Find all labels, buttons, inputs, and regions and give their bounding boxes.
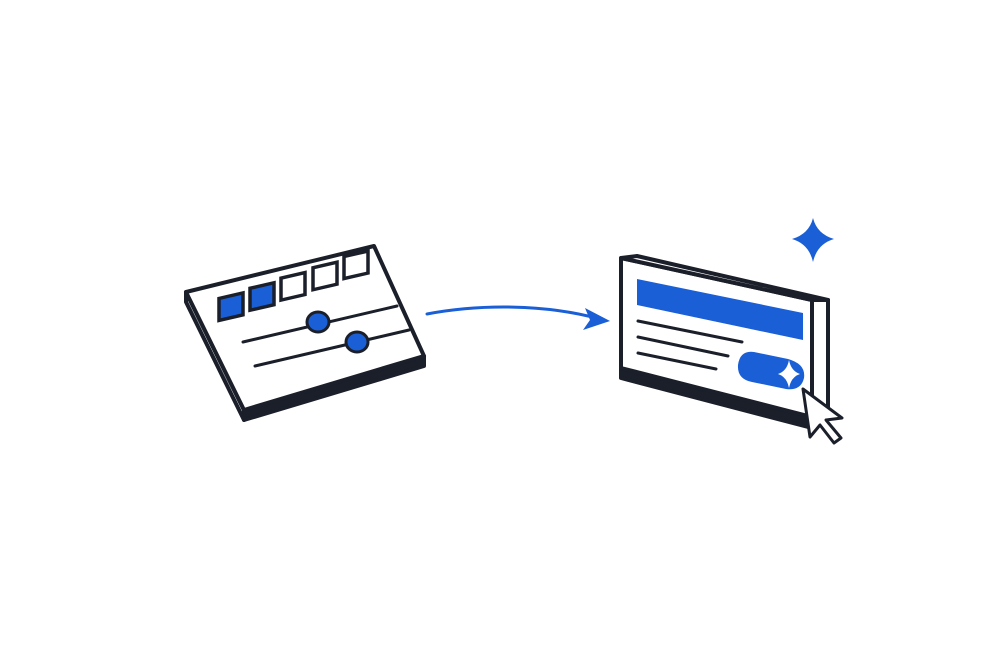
setting-square-empty: [311, 260, 339, 292]
settings-panel-icon: [184, 244, 426, 422]
setting-square-empty: [279, 270, 307, 303]
sparkle-icon: [792, 218, 834, 262]
mouse-pointer-icon: [801, 387, 844, 445]
settings-squares-row: [217, 248, 370, 323]
arrow-shaft: [425, 305, 602, 321]
curved-arrow-right-icon: [425, 305, 610, 330]
sparkle-icon: [778, 360, 800, 388]
result-card-icon: [619, 254, 830, 430]
slider-track: [253, 328, 411, 368]
result-card-text-line: [636, 335, 730, 358]
setting-square-filled: [217, 290, 245, 323]
slider-knob-icon: [305, 310, 331, 334]
arrow-head: [583, 308, 610, 330]
result-card-header-bar: [637, 279, 803, 340]
result-card-text-line: [636, 351, 718, 371]
result-card-text-line: [636, 319, 744, 344]
result-card-top: [619, 254, 830, 302]
setting-square-empty: [342, 248, 370, 281]
slider-knob-icon: [344, 330, 370, 354]
result-card-button[interactable]: [737, 351, 805, 390]
setting-square-filled: [248, 280, 276, 313]
